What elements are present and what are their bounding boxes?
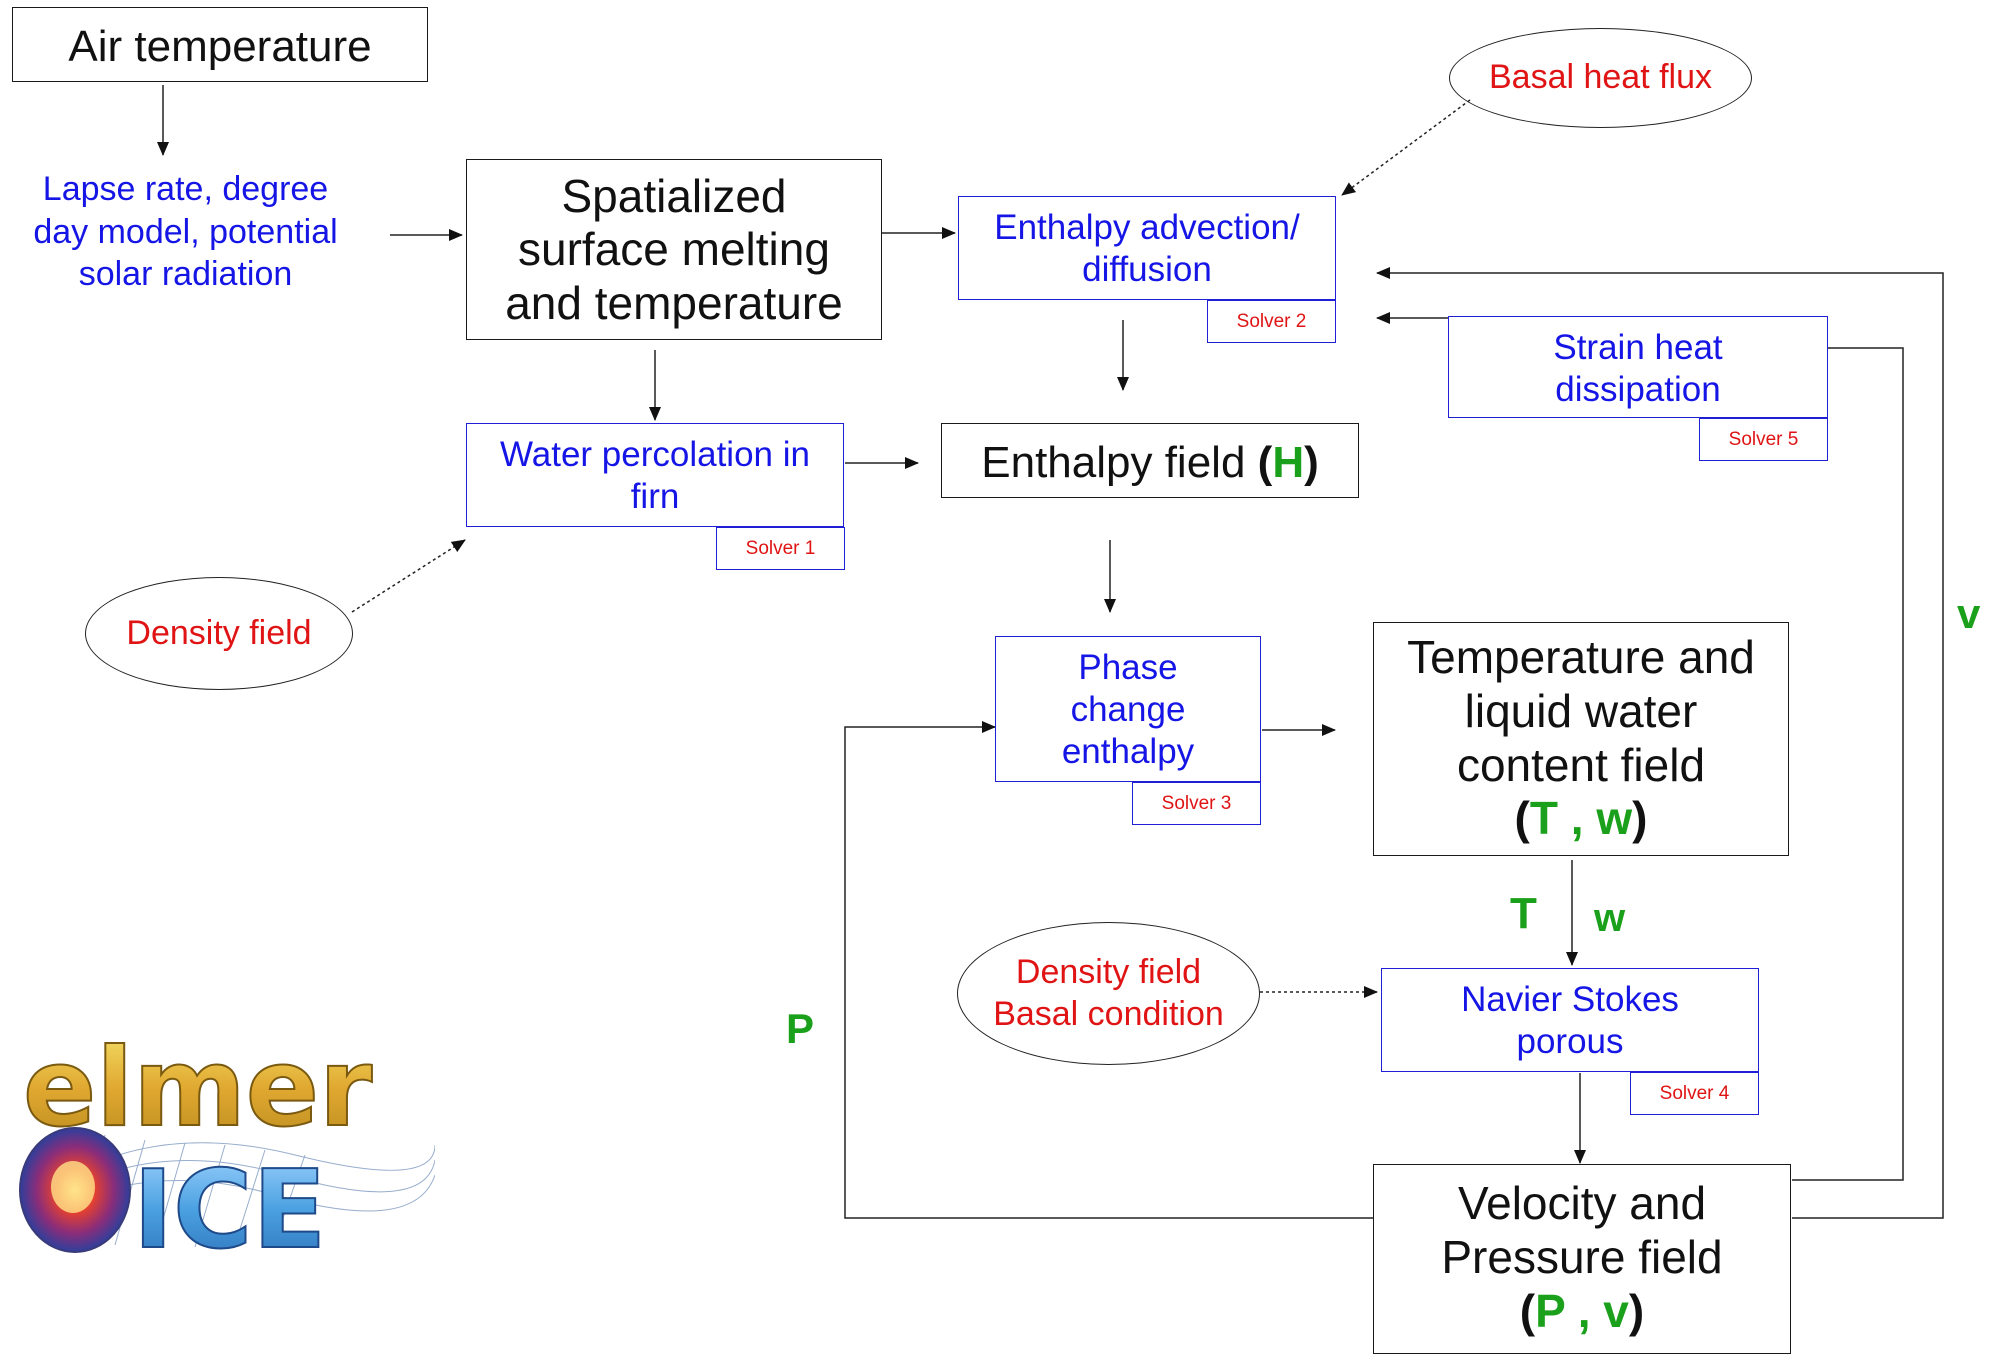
enthalpy-var-h: H — [1272, 438, 1305, 487]
enthalpy-field-close: ) — [1304, 438, 1319, 487]
arrow-density-to-percolation — [351, 539, 466, 613]
solver-4-tag: Solver 4 — [1630, 1072, 1759, 1115]
phase-change-line-3: enthalpy — [1061, 732, 1195, 771]
temp-water-var-w: w — [1596, 792, 1633, 845]
arrow-v-to-advection — [1376, 267, 1944, 1219]
water-percolation-label: Water percolation in firn — [467, 434, 843, 518]
density-field-ellipse: Density field — [85, 577, 353, 690]
strain-heat-line-1: Strain heat — [1553, 328, 1723, 367]
navier-stokes-line-2: porous — [1516, 1022, 1624, 1061]
velocity-pressure-sep: , — [1564, 1284, 1604, 1337]
enthalpy-advection-box: Enthalpy advection/ diffusion — [958, 196, 1336, 300]
strain-heat-line-2: dissipation — [1555, 370, 1721, 409]
solver-3-tag: Solver 3 — [1132, 782, 1261, 825]
edge-label-p: P — [786, 1005, 815, 1052]
enthalpy-field-box: Enthalpy field (H) — [941, 423, 1359, 498]
velocity-pressure-line-2: Pressure field — [1441, 1230, 1723, 1283]
enthalpy-field-open: ( — [1257, 438, 1273, 487]
temp-water-var-t: T — [1529, 792, 1558, 845]
temp-water-box: Temperature and liquid water content fie… — [1373, 622, 1789, 856]
navier-stokes-line-1: Navier Stokes — [1461, 980, 1679, 1019]
surface-melting-line-3: and temperature — [505, 276, 843, 329]
surface-melting-label: Spatialized surface melting and temperat… — [467, 170, 881, 330]
solver-1-tag: Solver 1 — [716, 527, 845, 570]
arrow-basal-to-advection — [1341, 99, 1471, 196]
elmer-ice-logo: elmer ICE — [19, 1025, 435, 1265]
lapse-rate-label: Lapse rate, degree day model, potential … — [8, 168, 363, 296]
logo-elmer-text: elmer — [23, 1026, 372, 1151]
surface-melting-line-1: Spatialized — [561, 170, 787, 222]
velocity-pressure-label: Velocity and Pressure field (P , v) — [1374, 1177, 1790, 1338]
temp-water-label: Temperature and liquid water content fie… — [1374, 631, 1788, 846]
density-basal-label: Density field Basal condition — [993, 952, 1224, 1035]
logo-ice-text: ICE — [133, 1148, 326, 1265]
surface-melting-box: Spatialized surface melting and temperat… — [466, 159, 882, 340]
temp-water-open: ( — [1514, 792, 1530, 845]
velocity-pressure-open: ( — [1519, 1284, 1536, 1337]
velocity-pressure-close: ) — [1628, 1284, 1645, 1337]
surface-melting-line-2: surface melting — [518, 223, 830, 276]
air-temperature-label: Air temperature — [68, 22, 372, 71]
temp-water-line-3: content field — [1456, 738, 1706, 791]
density-basal-line-2: Basal condition — [993, 994, 1224, 1033]
temp-water-close: ) — [1632, 792, 1648, 845]
arrow-p-feedback — [844, 721, 1373, 1219]
phase-change-line-2: change — [1070, 690, 1186, 729]
lapse-rate-line-2: day model, potential — [33, 212, 338, 251]
strain-heat-label: Strain heat dissipation — [1449, 327, 1827, 411]
solver-5-tag: Solver 5 — [1699, 418, 1828, 461]
enthalpy-advection-label: Enthalpy advection/ diffusion — [959, 207, 1335, 291]
density-basal-line-1: Density field — [1015, 953, 1202, 992]
strain-heat-box: Strain heat dissipation — [1448, 316, 1828, 418]
arrow-v-to-strain — [1792, 347, 1904, 1181]
enthalpy-field-text: Enthalpy field — [981, 438, 1258, 487]
edge-label-v: v — [1957, 590, 1981, 637]
velocity-pressure-var-v: v — [1603, 1284, 1629, 1337]
enthalpy-advection-line-1: Enthalpy advection/ — [994, 208, 1300, 247]
temp-water-line-1: Temperature and — [1407, 631, 1755, 683]
temp-water-line-2: liquid water — [1464, 684, 1698, 737]
solver-2-tag: Solver 2 — [1207, 300, 1336, 343]
velocity-pressure-box: Velocity and Pressure field (P , v) — [1373, 1164, 1791, 1354]
enthalpy-advection-line-2: diffusion — [1082, 250, 1212, 289]
enthalpy-field-label: Enthalpy field (H) — [942, 437, 1358, 490]
temp-water-vars: (T , w) — [1374, 792, 1788, 846]
phase-change-line-1: Phase — [1078, 648, 1178, 687]
basal-heat-flux-ellipse: Basal heat flux — [1449, 28, 1752, 128]
edge-label-t: T — [1510, 889, 1537, 938]
edge-label-w: w — [1594, 896, 1626, 940]
air-temperature-box: Air temperature — [12, 7, 428, 82]
navier-stokes-label: Navier Stokes porous — [1382, 979, 1758, 1063]
water-percolation-line-1: Water percolation in — [500, 435, 810, 474]
velocity-pressure-line-1: Velocity and — [1457, 1177, 1707, 1229]
navier-stokes-box: Navier Stokes porous — [1381, 968, 1759, 1072]
temp-water-sep: , — [1557, 792, 1597, 845]
lapse-rate-line-3: solar radiation — [78, 255, 293, 293]
water-percolation-line-2: firn — [630, 477, 680, 516]
velocity-pressure-var-p: P — [1535, 1284, 1565, 1337]
density-basal-ellipse: Density field Basal condition — [957, 922, 1260, 1065]
velocity-pressure-vars: (P , v) — [1374, 1285, 1790, 1339]
phase-change-label: Phase change enthalpy — [996, 647, 1260, 773]
water-percolation-box: Water percolation in firn — [466, 423, 844, 527]
phase-change-box: Phase change enthalpy — [995, 636, 1261, 782]
lapse-rate-line-1: Lapse rate, degree — [42, 170, 329, 208]
